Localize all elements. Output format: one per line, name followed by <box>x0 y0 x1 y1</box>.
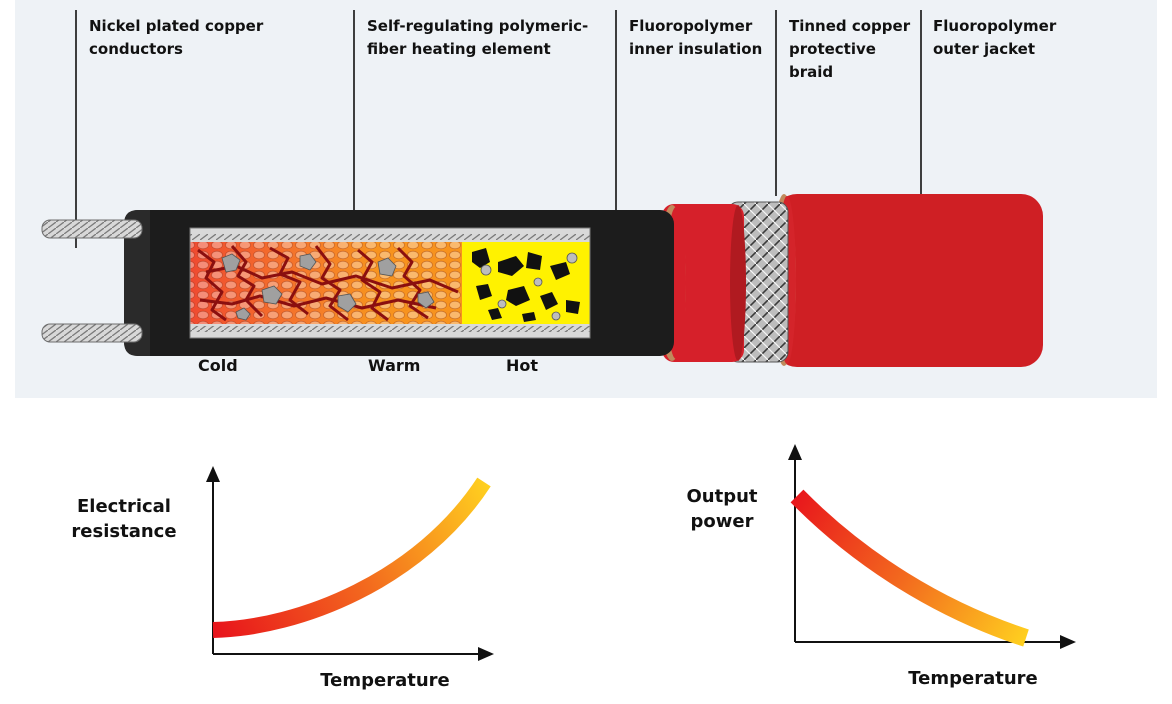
graph-right-ylabel-line2: power <box>690 511 754 532</box>
graph-power <box>788 444 1076 649</box>
label-braid: Tinned copper protective braid <box>789 15 910 84</box>
graph-resistance <box>206 466 494 661</box>
label-outer-jacket-line1: Fluoropolymer <box>933 17 1057 35</box>
label-outer-jacket: Fluoropolymer outer jacket <box>933 15 1056 61</box>
graph-left-ylabel-line1: Electrical <box>77 496 171 517</box>
label-conductors: Nickel plated copper conductors <box>89 15 263 61</box>
label-outer-jacket-line2: outer jacket <box>933 40 1036 58</box>
zone-label-hot: Hot <box>506 356 539 375</box>
label-braid-line2: protective <box>789 40 876 58</box>
heating-core <box>189 227 591 339</box>
label-conductors-line2: conductors <box>89 40 183 58</box>
graph-right-y-arrow <box>788 444 802 460</box>
label-braid-line3: braid <box>789 63 834 81</box>
zone-label-warm: Warm <box>368 356 421 375</box>
graph-right-ylabel: Output power <box>672 484 772 534</box>
label-heating-element-line2: fiber heating element <box>367 40 551 58</box>
leader-lines <box>75 10 922 248</box>
graph-left-xlabel: Temperature <box>320 670 450 691</box>
label-inner-insulation-line1: Fluoropolymer <box>629 17 753 35</box>
graph-left-x-arrow <box>478 647 494 661</box>
label-inner-insulation-line2: inner insulation <box>629 40 763 58</box>
power-curve <box>790 489 1029 647</box>
resistance-curve <box>212 477 491 638</box>
label-heating-element: Self-regulating polymeric- fiber heating… <box>367 15 588 61</box>
label-braid-line1: Tinned copper <box>789 17 911 35</box>
label-heating-element-line1: Self-regulating polymeric- <box>367 17 589 35</box>
zone-label-cold: Cold <box>198 356 238 375</box>
graph-left-y-arrow <box>206 466 220 482</box>
graph-left-ylabel: Electrical resistance <box>64 494 184 544</box>
graph-right-xlabel: Temperature <box>908 668 1038 689</box>
nickel-conductors <box>41 219 143 343</box>
outer-jacket <box>772 194 1043 367</box>
graph-right-ylabel-line1: Output <box>686 486 758 507</box>
label-conductors-line1: Nickel plated copper <box>89 17 264 35</box>
graph-left-ylabel-line2: resistance <box>71 521 177 542</box>
label-inner-insulation: Fluoropolymer inner insulation <box>629 15 762 61</box>
graph-right-x-arrow <box>1060 635 1076 649</box>
